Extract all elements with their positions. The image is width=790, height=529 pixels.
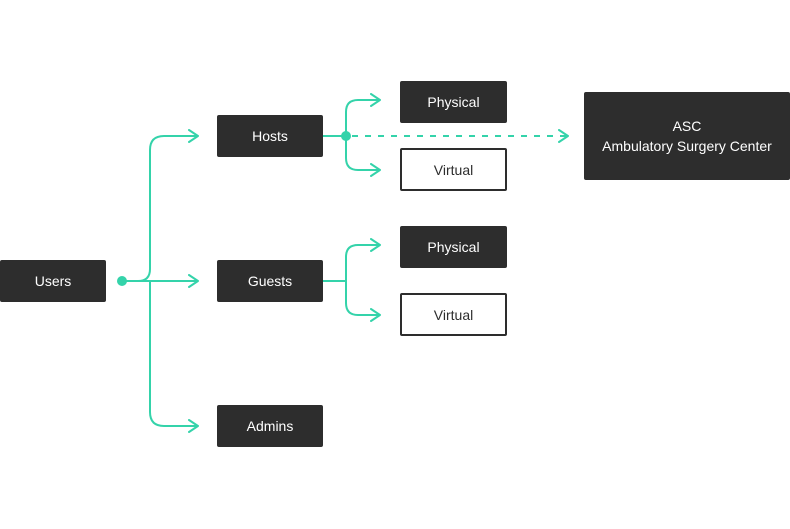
hosts-junction-dot xyxy=(341,131,351,141)
node-hosts-virtual-label: Virtual xyxy=(433,161,474,178)
node-users-label: Users xyxy=(34,273,72,289)
edge-hosts-virtual xyxy=(345,136,381,177)
node-admins-label: Admins xyxy=(246,418,294,434)
node-hosts-physical[interactable]: Physical xyxy=(400,81,507,123)
node-guests-virtual-label: Virtual xyxy=(433,306,474,323)
node-users[interactable]: Users xyxy=(0,260,106,302)
edge-guests-physical xyxy=(323,238,381,282)
node-guests-physical[interactable]: Physical xyxy=(400,226,507,268)
node-admins[interactable]: Admins xyxy=(217,405,323,447)
node-asc-abbr: ASC xyxy=(672,118,702,134)
edge-users-hosts xyxy=(122,129,199,282)
node-hosts[interactable]: Hosts xyxy=(217,115,323,157)
edge-users-admins xyxy=(149,281,199,433)
node-guests-virtual[interactable]: Virtual xyxy=(400,293,507,336)
node-guests[interactable]: Guests xyxy=(217,260,323,302)
node-asc[interactable]: ASC Ambulatory Surgery Center xyxy=(584,92,790,180)
node-hosts-label: Hosts xyxy=(252,128,288,144)
node-hosts-virtual[interactable]: Virtual xyxy=(400,148,507,191)
node-guests-label: Guests xyxy=(247,273,293,289)
node-guests-physical-label: Physical xyxy=(427,239,480,255)
node-hosts-physical-label: Physical xyxy=(427,94,480,110)
edge-guests-virtual xyxy=(345,281,381,322)
node-asc-full-name: Ambulatory Surgery Center xyxy=(602,138,772,154)
users-junction-dot xyxy=(117,276,127,286)
edge-hosts-physical xyxy=(323,93,381,137)
